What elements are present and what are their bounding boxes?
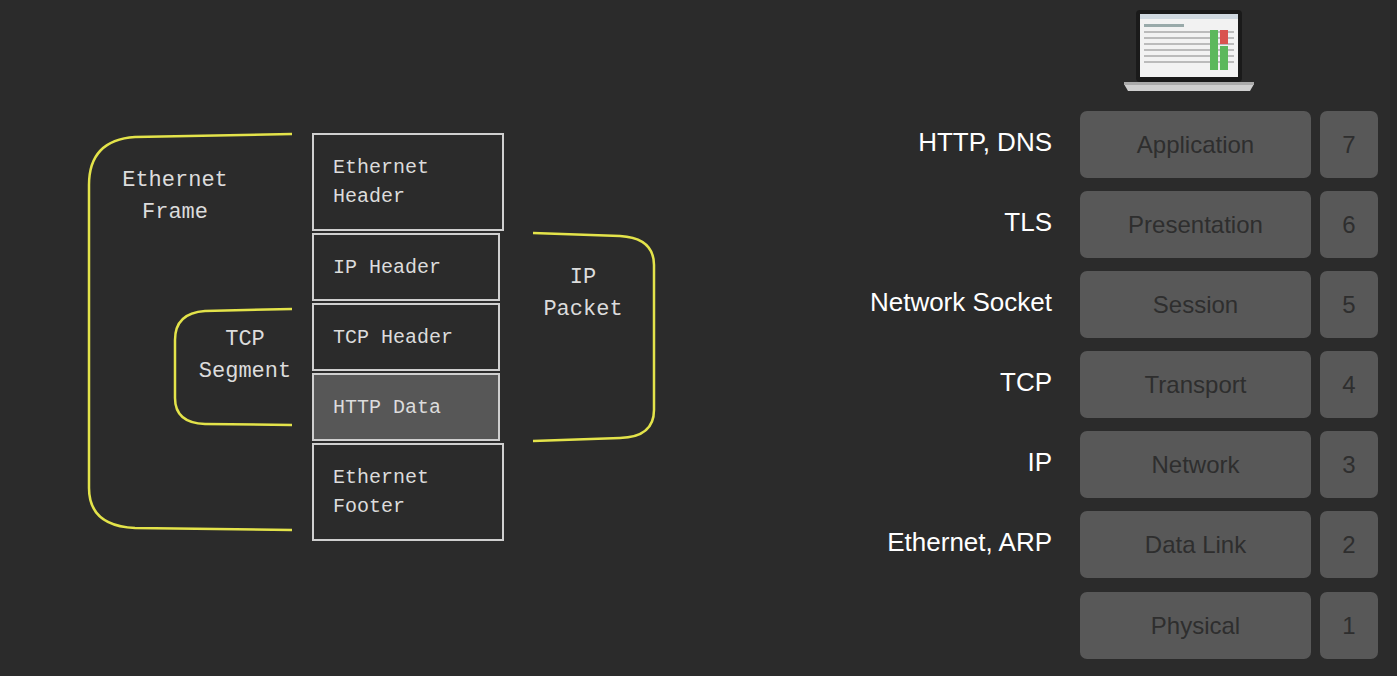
box-text: 6 [1342, 211, 1355, 239]
protocol-label: IP [1027, 447, 1052, 478]
protocol-label: TCP [1000, 367, 1052, 398]
layer-number-box: 1 [1320, 592, 1378, 659]
layer-number-box: 5 [1320, 271, 1378, 338]
box-text: Presentation [1128, 211, 1263, 239]
box-text: Ethernet Footer [333, 463, 488, 521]
box-text: Network [1151, 451, 1239, 479]
protocol-label: TLS [1004, 207, 1052, 238]
osi-layer-box: Physical [1080, 592, 1311, 659]
box-text: 3 [1342, 451, 1355, 479]
header-box: Ethernet Header [312, 133, 504, 231]
box-text: 7 [1342, 131, 1355, 159]
box-text: Data Link [1145, 531, 1246, 559]
layer-number-box: 2 [1320, 511, 1378, 578]
header-box: TCP Header [312, 303, 500, 371]
box-text: Application [1137, 131, 1254, 159]
box-text: 5 [1342, 291, 1355, 319]
protocol-label: HTTP, DNS [918, 127, 1052, 158]
box-text: Session [1153, 291, 1238, 319]
box-text: IP Header [333, 253, 441, 282]
osi-layer-box: Session [1080, 271, 1311, 338]
laptop-icon [1124, 10, 1254, 91]
ip-packet-bracket [533, 233, 654, 441]
box-text: HTTP Data [333, 393, 441, 422]
bracket-label: TCP Segment [184, 324, 306, 388]
layer-number-box: 6 [1320, 191, 1378, 258]
bracket-label: Ethernet Frame [100, 165, 250, 229]
osi-layer-box: Presentation [1080, 191, 1311, 258]
box-text: 1 [1342, 612, 1355, 640]
box-text: Transport [1145, 371, 1247, 399]
payload-box: HTTP Data [312, 373, 500, 441]
osi-layer-box: Data Link [1080, 511, 1311, 578]
box-text: Ethernet Header [333, 153, 488, 211]
protocol-label: Network Socket [870, 287, 1052, 318]
header-box: IP Header [312, 233, 500, 301]
layer-number-box: 4 [1320, 351, 1378, 418]
box-text: 4 [1342, 371, 1355, 399]
bracket-label: IP Packet [527, 262, 639, 326]
osi-layer-box: Network [1080, 431, 1311, 498]
osi-layer-box: Transport [1080, 351, 1311, 418]
osi-layer-box: Application [1080, 111, 1311, 178]
footer-box: Ethernet Footer [312, 443, 504, 541]
layer-number-box: 7 [1320, 111, 1378, 178]
box-text: 2 [1342, 531, 1355, 559]
box-text: TCP Header [333, 323, 453, 352]
box-text: Physical [1151, 612, 1240, 640]
layer-number-box: 3 [1320, 431, 1378, 498]
protocol-label: Ethernet, ARP [887, 527, 1052, 558]
